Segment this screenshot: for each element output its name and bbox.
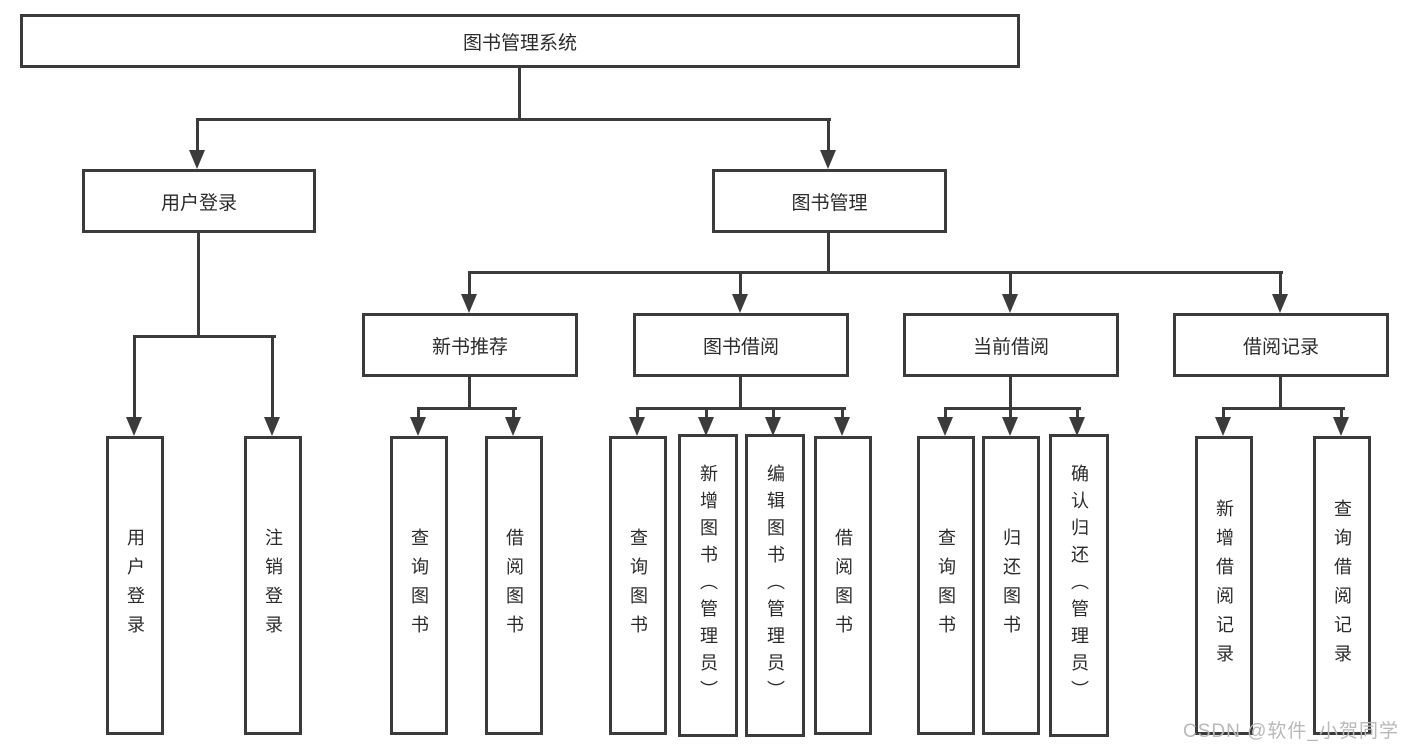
- arrow-to-br-add: [1215, 407, 1231, 436]
- arrow-to-cb-return: [1002, 407, 1018, 436]
- node-label: 注销登录: [263, 527, 283, 644]
- node-new-book-rec: 新书推荐: [362, 313, 578, 377]
- arrow-to-bb-add: [698, 407, 714, 436]
- arrow-to-nbr-query: [410, 407, 426, 436]
- arrow-to-book-mgmt: [820, 118, 836, 169]
- node-label: 借阅图书: [833, 527, 853, 644]
- node-label: 确认归还（管理员）: [1069, 464, 1089, 707]
- arrow-to-br-query: [1333, 407, 1349, 436]
- connector-bb-vertical: [739, 377, 742, 410]
- node-label: 图书管理: [791, 192, 868, 214]
- arrow-to-leaf-user-login: [126, 335, 142, 436]
- node-label: 借阅记录: [1242, 336, 1319, 358]
- leaf-bb-borrow-books: 借阅图书: [814, 436, 872, 735]
- connector-nbr-vertical: [468, 377, 471, 410]
- arrow-to-cb-query: [937, 407, 953, 436]
- node-label: 编辑图书（管理员）: [765, 464, 785, 707]
- connector-root-vertical: [518, 68, 521, 121]
- node-book-mgmt: 图书管理: [712, 169, 947, 233]
- arrow-to-book-borrow: [732, 271, 748, 313]
- leaf-nbr-borrow-books: 借阅图书: [485, 436, 543, 735]
- node-user-login: 用户登录: [82, 169, 316, 233]
- node-current-borrow: 当前借阅: [903, 313, 1119, 377]
- arrow-to-nbr-borrow: [505, 407, 521, 436]
- connector-book-mgmt-horizontal: [468, 271, 1283, 274]
- node-label: 用户登录: [125, 527, 145, 644]
- node-label: 查询图书: [409, 527, 429, 644]
- connector-root-horizontal: [196, 118, 831, 121]
- node-label: 图书借阅: [702, 336, 779, 358]
- node-borrow-records: 借阅记录: [1173, 313, 1389, 377]
- arrow-to-borrow-records: [1272, 271, 1288, 313]
- connector-book-mgmt-vertical: [827, 233, 830, 274]
- arrow-to-cb-confirm: [1069, 407, 1085, 436]
- node-label: 新书推荐: [431, 336, 508, 358]
- node-book-borrow: 图书借阅: [633, 313, 849, 377]
- node-label: 新增借阅记录: [1214, 498, 1234, 673]
- leaf-logout: 注销登录: [244, 436, 302, 735]
- node-label: 当前借阅: [972, 336, 1049, 358]
- leaf-br-query-record: 查询借阅记录: [1313, 436, 1371, 735]
- node-label: 借阅图书: [504, 527, 524, 644]
- watermark: CSDN @软件_小贺同学: [1183, 721, 1399, 742]
- arrow-to-new-book-rec: [461, 271, 477, 313]
- leaf-cb-return-books: 归还图书: [982, 436, 1040, 735]
- arrow-to-current-borrow: [1002, 271, 1018, 313]
- arrow-to-bb-edit: [765, 407, 781, 436]
- leaf-bb-add-books-admin: 新增图书（管理员）: [678, 434, 738, 737]
- leaf-nbr-query-books: 查询图书: [390, 436, 448, 735]
- node-label: 归还图书: [1001, 527, 1021, 644]
- node-label: 查询图书: [628, 527, 648, 644]
- node-label: 查询借阅记录: [1332, 498, 1352, 673]
- leaf-cb-confirm-return-admin: 确认归还（管理员）: [1049, 434, 1109, 737]
- node-label: 新增图书（管理员）: [698, 464, 718, 707]
- connector-cb-horizontal: [944, 407, 1081, 410]
- arrow-to-leaf-logout: [264, 335, 280, 436]
- node-label: 用户登录: [160, 192, 237, 214]
- connector-br-horizontal: [1222, 407, 1345, 410]
- leaf-cb-query-books: 查询图书: [917, 436, 975, 735]
- node-label: 图书管理系统: [462, 32, 577, 54]
- connector-user-login-vertical: [197, 233, 200, 338]
- node-library-system: 图书管理系统: [20, 14, 1020, 68]
- arrow-to-bb-borrow: [834, 407, 850, 436]
- arrow-to-user-login: [189, 118, 205, 169]
- connector-nbr-horizontal: [417, 407, 517, 410]
- connector-cb-vertical: [1009, 377, 1012, 410]
- arrow-to-bb-query: [629, 407, 645, 436]
- node-label: 查询图书: [936, 527, 956, 644]
- connector-br-vertical: [1279, 377, 1282, 410]
- connector-bb-horizontal: [636, 407, 846, 410]
- leaf-br-add-record: 新增借阅记录: [1195, 436, 1253, 735]
- leaf-bb-edit-books-admin: 编辑图书（管理员）: [745, 434, 805, 737]
- connector-user-login-horizontal: [133, 335, 276, 338]
- leaf-user-login: 用户登录: [106, 436, 164, 735]
- leaf-bb-query-books: 查询图书: [609, 436, 667, 735]
